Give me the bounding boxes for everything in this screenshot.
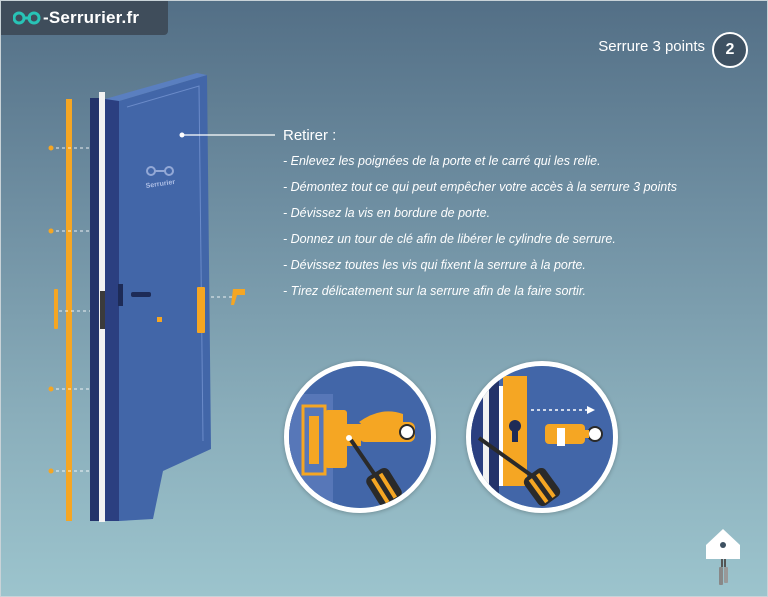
instruction-step: - Démontez tout ce qui peut empêcher vot…: [283, 180, 677, 194]
rail-screws: [48, 145, 54, 474]
instruction-step: - Tirez délicatement sur la serrure afin…: [283, 284, 587, 298]
key-logo-icon: [13, 11, 41, 25]
door-leaf: [119, 75, 211, 521]
instructions-heading: Retirer :: [283, 127, 337, 144]
detail-cylinder-removal: [466, 361, 618, 513]
instruction-step: - Donnez un tour de clé afin de libérer …: [283, 232, 616, 246]
lock-rail: [54, 99, 72, 521]
instruction-step: - Dévissez toutes les vis qui fixent la …: [283, 258, 586, 272]
step-title: Serrure 3 points: [598, 38, 705, 55]
instruction-step: - Dévissez la vis en bordure de porte.: [283, 206, 491, 220]
door-handle: [131, 292, 151, 297]
door-handle-base: [118, 284, 123, 306]
instructions-list: - Enlevez les poignées de la porte et le…: [283, 152, 677, 308]
lever-handle[interactable]: [231, 289, 245, 305]
detail-handle-removal: [284, 361, 436, 513]
door-plate-text: Serrurier: [145, 179, 176, 190]
step-number-badge: 2: [712, 32, 748, 68]
key-holder-icon[interactable]: [704, 527, 742, 589]
lock-cylinder[interactable]: [197, 287, 205, 333]
brand-name: -Serrurier.fr: [43, 8, 140, 27]
door-plate-logo: [146, 166, 174, 176]
lock-case: [100, 291, 105, 329]
instruction-step: - Enlevez les poignées de la porte et le…: [283, 154, 601, 168]
brand-bar[interactable]: -Serrurier.fr: [1, 1, 168, 35]
instructions-panel: Retirer : - Enlevez les poignées de la p…: [283, 127, 677, 308]
